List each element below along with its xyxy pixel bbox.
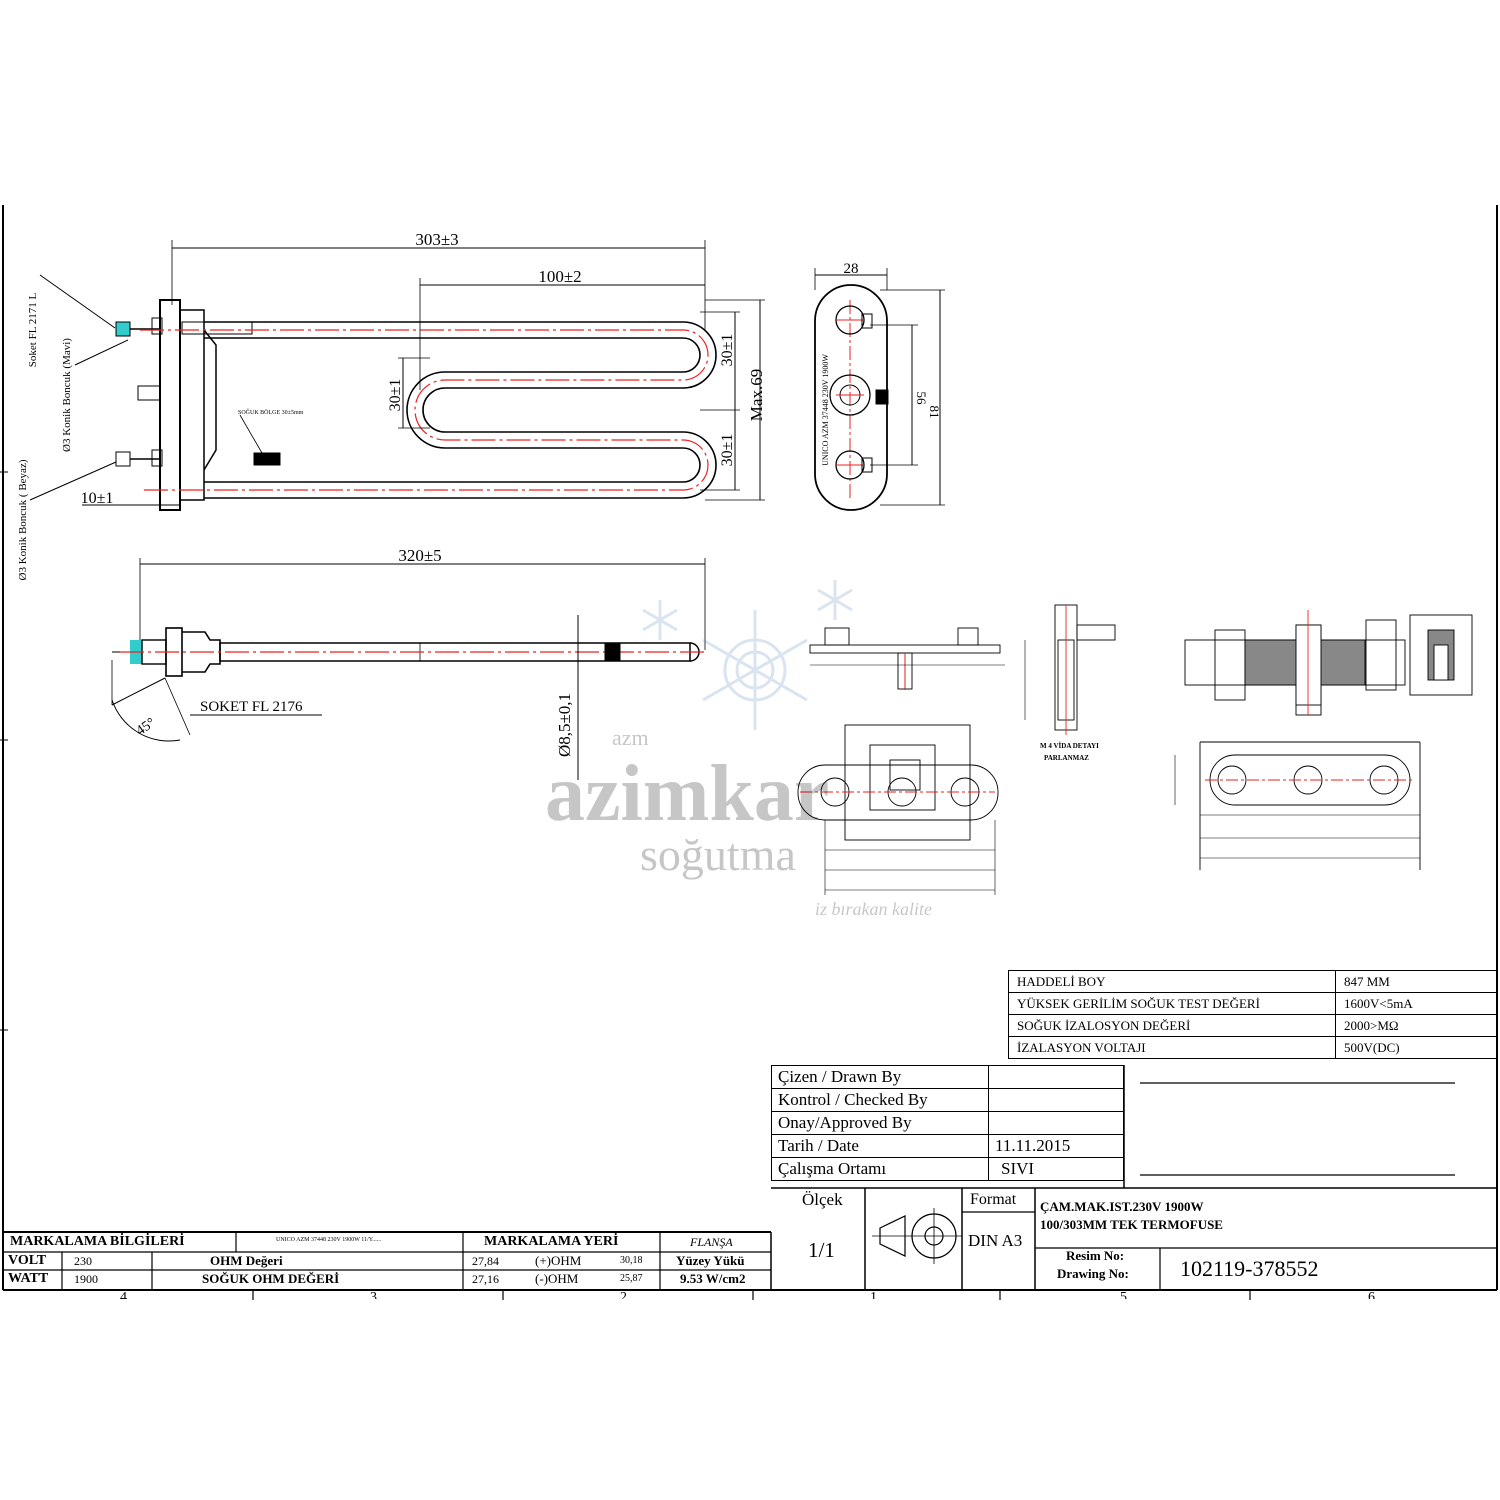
label-soket-fl: SOKET FL 2176 bbox=[200, 699, 303, 715]
spec-label: HADDELİ BOY bbox=[1008, 970, 1336, 993]
sheet-frame bbox=[0, 205, 1498, 1291]
label-soket-top: Soket FL 2171 L bbox=[27, 292, 39, 367]
ohm-label: OHM Değeri bbox=[210, 1253, 283, 1268]
flange-end-view bbox=[814, 268, 945, 511]
zone-label: 6 bbox=[1368, 1291, 1375, 1299]
table-row: Tarih / Date 11.11.2015 bbox=[771, 1134, 1124, 1158]
drawn-by-label: Çizen / Drawn By bbox=[771, 1065, 989, 1089]
approved-by-label: Onay/Approved By bbox=[771, 1111, 989, 1135]
label-konik-beyaz: Ø3 Konik Boncuk ( Beyaz) bbox=[17, 459, 29, 580]
dim-320: 320±5 bbox=[398, 546, 441, 565]
dim-max69: Max.69 bbox=[747, 369, 766, 421]
date-value: 11.11.2015 bbox=[988, 1134, 1124, 1158]
watermark-brand: azimkar bbox=[545, 750, 829, 838]
dim-30-top: 30±1 bbox=[719, 334, 736, 367]
drawn-by-value bbox=[988, 1065, 1124, 1089]
detail-views bbox=[797, 604, 1473, 895]
watt-value: 1900 bbox=[74, 1272, 98, 1286]
format-label: Format bbox=[970, 1191, 1017, 1208]
zone-label: 3 bbox=[370, 1291, 377, 1299]
checked-by-label: Kontrol / Checked By bbox=[771, 1088, 989, 1112]
watermark: azm azimkar soğutma iz bırakan kalite bbox=[545, 580, 932, 919]
volt-value: 230 bbox=[74, 1254, 92, 1268]
label-konik-mavi: Ø3 Konik Boncuk (Mavi) bbox=[61, 338, 73, 452]
spec-value: 1600V<5mA bbox=[1335, 992, 1498, 1015]
watermark-azm: azm bbox=[612, 725, 649, 750]
marking-place-label: MARKALAMA YERİ bbox=[484, 1234, 619, 1249]
heater-top-view: SOĞUK BÖLGE 30±5mm bbox=[29, 240, 765, 511]
format-value: DIN A3 bbox=[968, 1231, 1023, 1250]
dim-dia: Ø8,5±0,1 bbox=[555, 693, 574, 757]
zone-label: 2 bbox=[620, 1291, 627, 1299]
spec-label: YÜKSEK GERİLİM SOĞUK TEST DEĞERİ bbox=[1008, 992, 1336, 1015]
scale-value: 1/1 bbox=[808, 1238, 835, 1262]
ohm-plus-label: (+)OHM bbox=[535, 1253, 582, 1268]
dim-loop: 100±2 bbox=[538, 267, 581, 286]
date-label: Tarih / Date bbox=[771, 1134, 989, 1158]
spec-label: İZALASYON VOLTAJI bbox=[1008, 1036, 1336, 1059]
ohm-minus-label: (-)OHM bbox=[535, 1271, 579, 1286]
dim-81: 81 bbox=[927, 406, 942, 419]
dim-flange-w: 28 bbox=[844, 261, 859, 277]
flange-marking: UNICO AZM 37448 230V 1900W bbox=[821, 354, 830, 466]
watt-label: WATT bbox=[8, 1271, 49, 1286]
dim-10: 10±1 bbox=[81, 490, 114, 507]
heater-side-view bbox=[111, 558, 706, 780]
volt-label: VOLT bbox=[8, 1253, 47, 1268]
table-row: Onay/Approved By bbox=[771, 1111, 1124, 1135]
env-label: Çalışma Ortamı bbox=[771, 1157, 989, 1181]
scale-label: Ölçek bbox=[802, 1190, 843, 1209]
ohm-min-plus: 27,84 bbox=[472, 1254, 499, 1268]
dim-overall: 303±3 bbox=[415, 230, 458, 249]
zone-label: 5 bbox=[1120, 1291, 1127, 1299]
zone-label: 1 bbox=[870, 1291, 877, 1299]
table-row: HADDELİ BOY 847 MM bbox=[1008, 970, 1498, 993]
label-parlanmaz: PARLANMAZ bbox=[1044, 754, 1089, 762]
title-line1: ÇAM.MAK.IST.230V 1900W bbox=[1040, 1199, 1204, 1214]
dim-56: 56 bbox=[914, 392, 929, 406]
marking-info-label: MARKALAMA BİLGİLERİ bbox=[10, 1234, 185, 1249]
dim-angle: 45° bbox=[134, 715, 159, 739]
title-block-table: Çizen / Drawn By Kontrol / Checked By On… bbox=[771, 1065, 1124, 1181]
label-m4: M 4 VİDA DETAYI bbox=[1040, 742, 1099, 750]
ohm-min-minus: 27,16 bbox=[472, 1272, 499, 1286]
spec-value: 2000>MΩ bbox=[1335, 1014, 1498, 1037]
table-row: SOĞUK İZALOSYON DEĞERİ 2000>MΩ bbox=[1008, 1014, 1498, 1037]
marking-info-value: UNICO AZM 37448 230V 1900W 11/Y...... bbox=[276, 1237, 382, 1243]
title-block-lines bbox=[3, 1065, 1497, 1300]
spec-label: SOĞUK İZALOSYON DEĞERİ bbox=[1008, 1014, 1336, 1037]
spec-table: HADDELİ BOY 847 MM YÜKSEK GERİLİM SOĞUK … bbox=[1008, 970, 1498, 1059]
snowflake-icon bbox=[642, 580, 853, 730]
zone-label: 4 bbox=[120, 1291, 127, 1299]
checked-by-value bbox=[988, 1088, 1124, 1112]
dim-30-bottom: 30±1 bbox=[719, 434, 736, 467]
watermark-slogan: iz bırakan kalite bbox=[815, 899, 932, 919]
table-row: Çalışma Ortamı SIVI bbox=[771, 1157, 1124, 1181]
table-row: YÜKSEK GERİLİM SOĞUK TEST DEĞERİ 1600V<5… bbox=[1008, 992, 1498, 1015]
load-value: 9.53 W/cm2 bbox=[680, 1271, 746, 1286]
marking-place-value: FLANŞA bbox=[690, 1235, 733, 1249]
cold-ohm-label: SOĞUK OHM DEĞERİ bbox=[202, 1271, 340, 1286]
table-row: Çizen / Drawn By bbox=[771, 1065, 1124, 1089]
table-row: Kontrol / Checked By bbox=[771, 1088, 1124, 1112]
table-row: İZALASYON VOLTAJI 500V(DC) bbox=[1008, 1036, 1498, 1059]
drawing-no-label1: Resim No: bbox=[1066, 1248, 1125, 1263]
spec-value: 500V(DC) bbox=[1335, 1036, 1498, 1059]
ohm-max-minus: 25,87 bbox=[620, 1273, 643, 1284]
cold-zone-label: SOĞUK BÖLGE 30±5mm bbox=[238, 408, 304, 416]
load-label: Yüzey Yükü bbox=[676, 1253, 745, 1268]
drawing-no-label2: Drawing No: bbox=[1057, 1266, 1129, 1281]
watermark-sogutma: soğutma bbox=[640, 829, 796, 880]
spec-value: 847 MM bbox=[1335, 970, 1498, 993]
drawing-number: 102119-378552 bbox=[1180, 1256, 1319, 1281]
env-value: SIVI bbox=[988, 1157, 1124, 1181]
title-line2: 100/303MM TEK TERMOFUSE bbox=[1040, 1217, 1223, 1232]
approved-by-value bbox=[988, 1111, 1124, 1135]
dim-30-left: 30±1 bbox=[387, 379, 404, 412]
ohm-max-plus: 30,18 bbox=[620, 1255, 643, 1266]
